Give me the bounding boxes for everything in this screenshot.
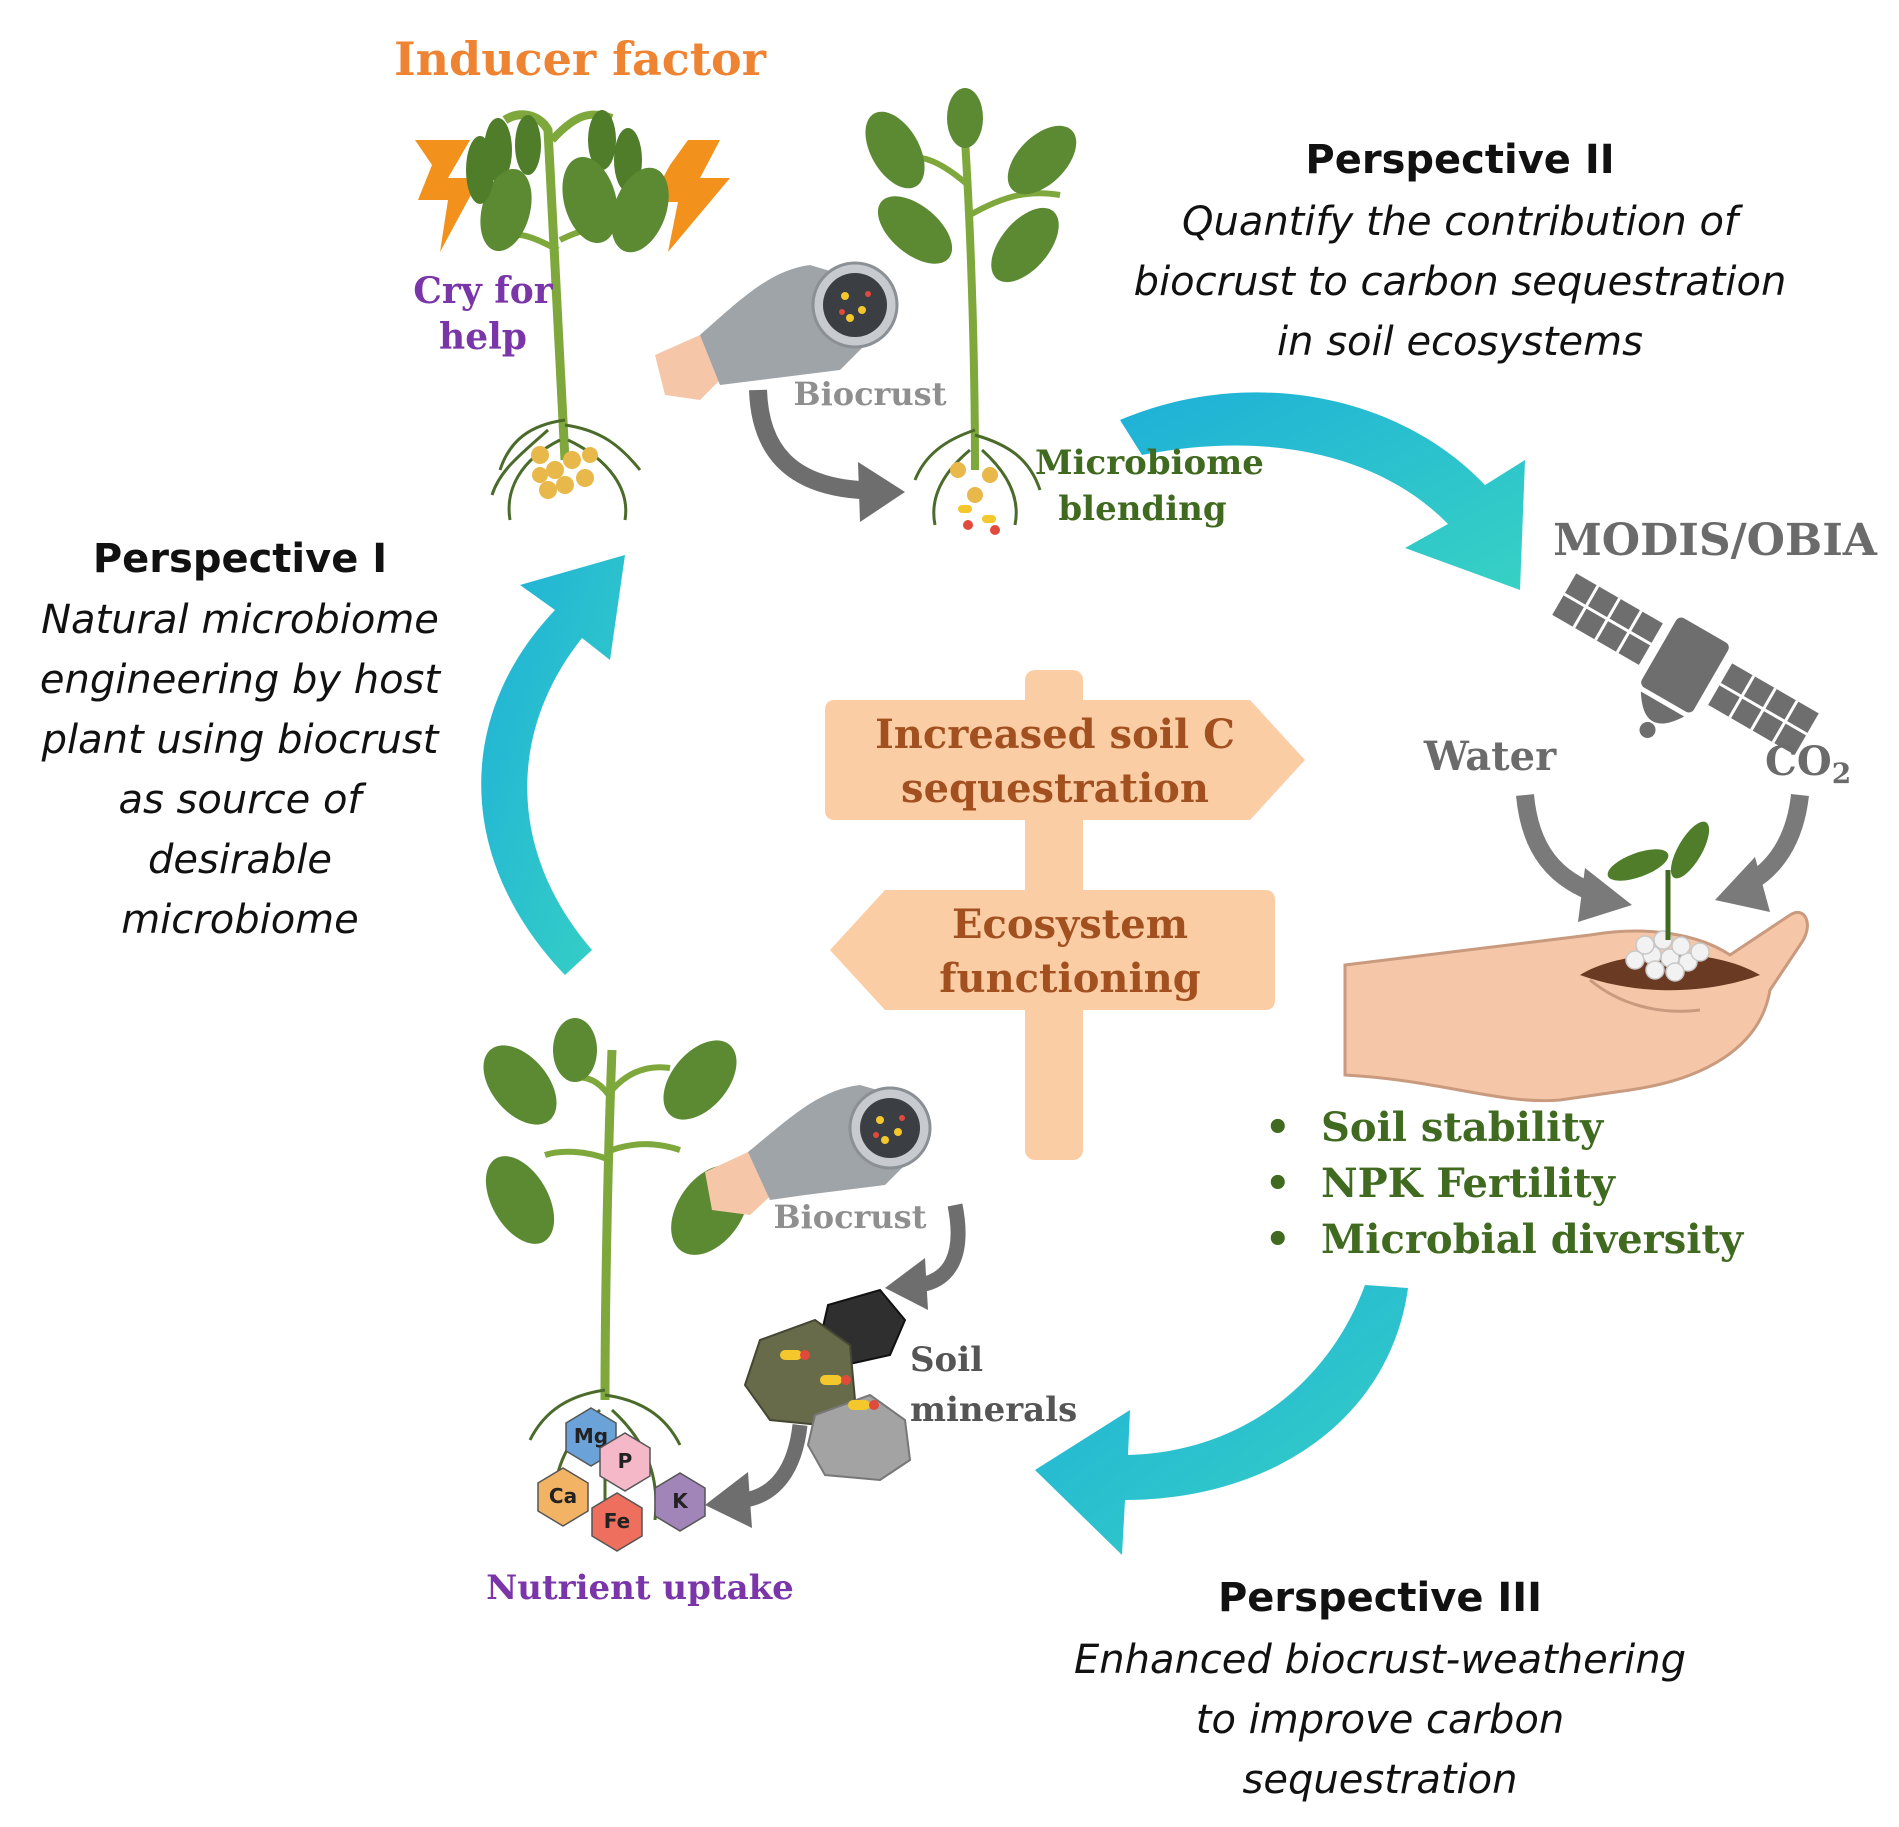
cycle-arrow-top-right: [1120, 392, 1525, 590]
perspective-ii-heading: Perspective II: [1305, 137, 1615, 183]
svg-text:Fe: Fe: [604, 1509, 630, 1533]
perspective-i-text: Natural microbiome engineering by host p…: [39, 597, 441, 943]
benefits-list: Soil stability NPK Fertility Microbial d…: [1265, 1100, 1743, 1268]
benefit-item: NPK Fertility: [1265, 1156, 1743, 1212]
soil-minerals-illustration: [743, 1288, 912, 1482]
gloved-hand-biocrust-top: [655, 261, 899, 400]
svg-text:P: P: [618, 1449, 633, 1473]
svg-text:K: K: [672, 1489, 689, 1513]
cry-for-help-label: Cry for help: [413, 270, 553, 358]
cycle-arrow-left: [481, 555, 625, 975]
perspective-iii-text: Enhanced biocrust-weathering to improve …: [1073, 1637, 1687, 1803]
cycle-arrow-bottom-right: [1035, 1285, 1408, 1555]
satellite-icon: [1552, 573, 1819, 755]
nutrient-ca-hexagon: Ca: [537, 1467, 589, 1527]
biocrust-top-label: Biocrust: [793, 375, 947, 413]
gloved-hand-biocrust-bottom: [705, 1085, 932, 1215]
biocrust-bottom-label: Biocrust: [773, 1198, 927, 1236]
perspective-ii-text: Quantify the contribution of biocrust to…: [1133, 199, 1787, 365]
nutrient-fe-hexagon: Fe: [591, 1492, 643, 1552]
signpost: [825, 670, 1305, 1160]
microbiome-blending-label: Microbiome blending: [1035, 443, 1264, 529]
signpost-upper-label: Increased soil C sequestration: [875, 711, 1235, 812]
nutrient-hexagons: Mg P Ca K Fe: [537, 1407, 706, 1552]
soil-minerals-label: Soil minerals: [910, 1340, 1078, 1430]
inducer-factor-title: Inducer factor: [394, 32, 766, 86]
co2-label: CO2: [1765, 738, 1851, 790]
bottom-plant-illustration: [483, 1018, 749, 1540]
nutrient-p-hexagon: P: [599, 1432, 651, 1492]
curved-arrow-bottom-to-minerals: [885, 1203, 966, 1310]
benefit-item: Microbial diversity: [1265, 1212, 1743, 1268]
lightning-bolt-right-icon: [650, 140, 730, 252]
signpost-lower-plank: [830, 890, 1275, 1010]
curved-arrow-minerals-to-roots: [705, 1424, 808, 1528]
lightning-bolt-left-icon: [415, 140, 480, 252]
benefit-item: Soil stability: [1265, 1100, 1743, 1156]
curved-arrow-top: [749, 389, 905, 522]
healthy-plant-illustration: [865, 88, 1077, 535]
signpost-lower-label: Ecosystem functioning: [939, 901, 1201, 1002]
nutrient-uptake-label: Nutrient uptake: [486, 1568, 794, 1608]
svg-text:Ca: Ca: [549, 1484, 577, 1508]
signpost-upper-plank: [825, 700, 1305, 820]
water-arrow: [1516, 794, 1632, 922]
stressed-plant-illustration: [466, 110, 669, 521]
co2-arrow: [1715, 793, 1809, 912]
perspective-iii-heading: Perspective III: [1217, 1575, 1543, 1621]
perspective-i-heading: Perspective I: [92, 536, 388, 582]
modis-obia-label: MODIS/OBIA: [1553, 515, 1877, 566]
svg-text:Mg: Mg: [574, 1424, 608, 1448]
nutrient-k-hexagon: K: [654, 1472, 706, 1532]
hand-with-seedling-illustration: [1343, 821, 1809, 1103]
water-label: Water: [1423, 733, 1557, 780]
